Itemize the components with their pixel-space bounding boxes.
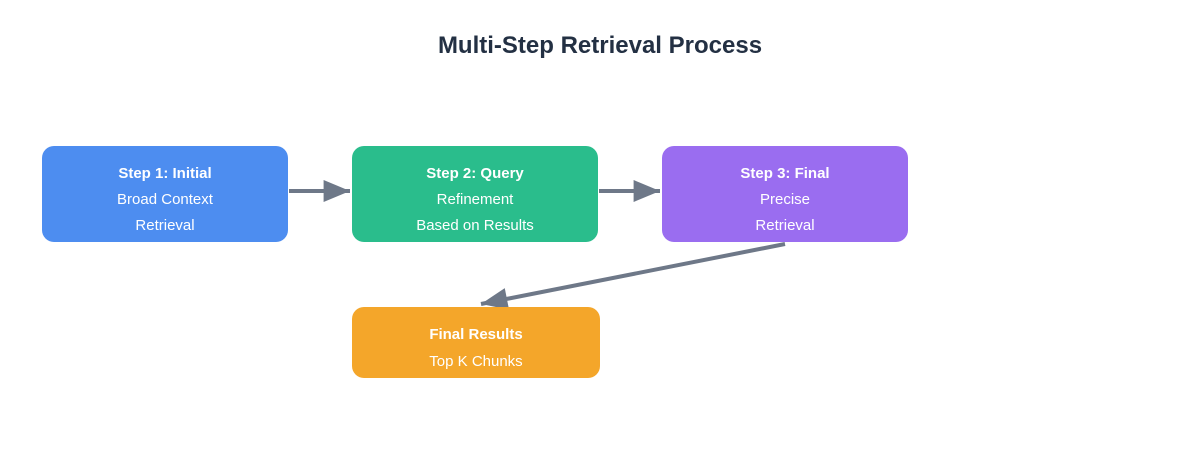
node-step2-line: Based on Results	[416, 217, 534, 234]
node-final-results-title: Final Results	[429, 325, 523, 343]
node-step1-line: Retrieval	[135, 217, 195, 234]
node-step2: Step 2: Query Refinement Based on Result…	[352, 146, 598, 242]
node-final-results-line: Top K Chunks	[429, 352, 523, 370]
node-step3-line: Retrieval	[755, 217, 815, 234]
node-step2-title: Step 2: Query	[426, 165, 524, 182]
node-step3-line: Precise	[759, 191, 811, 208]
node-step3: Step 3: Final Precise Retrieval	[662, 146, 908, 242]
edge-step3-final	[480, 242, 786, 310]
node-final-results: Final Results Top K Chunks	[352, 307, 600, 378]
node-step2-line: Refinement	[436, 191, 514, 208]
node-step1: Step 1: Initial Broad Context Retrieval	[42, 146, 288, 242]
diagram-title: Multi-Step Retrieval Process	[437, 32, 763, 59]
node-step1-line: Broad Context	[117, 191, 213, 208]
node-step1-title: Step 1: Initial	[118, 165, 212, 182]
node-step3-title: Step 3: Final	[740, 165, 830, 182]
